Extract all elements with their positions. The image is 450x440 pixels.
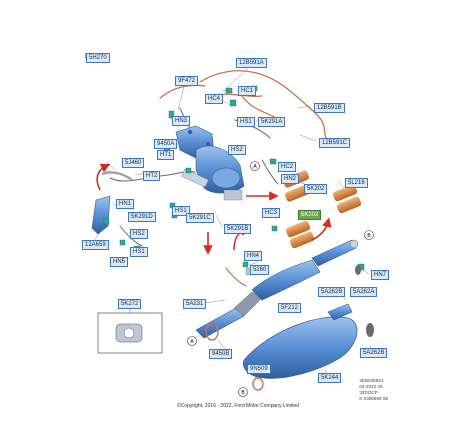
callout-a: A	[250, 161, 260, 171]
part-label-hn4: HN4	[244, 251, 263, 261]
part-label-9450a: 9450A	[154, 139, 178, 149]
part-label-12b591a: 12B591A	[236, 58, 267, 68]
part-label-12a659: 12A659	[82, 240, 109, 250]
part-label-9450b: 9450B	[209, 349, 233, 359]
copyright-text: ©Copyright, 2016 - 2022, Ford Motor Comp…	[177, 403, 300, 409]
part-label-hc1: HC1	[238, 86, 257, 96]
part-label-5k291d: 5K291D	[128, 212, 156, 222]
egr-bracket	[91, 171, 133, 235]
part-label-hc2: HC2	[278, 162, 297, 172]
stamp-line-1: 2EB035931	[359, 378, 384, 383]
callout-b: B	[364, 230, 374, 240]
part-label-5k272: 5K272	[118, 299, 142, 309]
part-label-hn2: HN2	[281, 174, 300, 184]
callout-b-lower-text: B	[241, 390, 245, 396]
part-label-hn3: HN3	[172, 116, 191, 126]
part-label-5k291c: 5K291C	[186, 213, 214, 223]
gasket-inset	[97, 307, 163, 354]
part-label-hn7: HN7	[371, 270, 390, 280]
direction-arrows	[96, 163, 332, 255]
part-label-5260: 5260	[250, 265, 270, 275]
highlight-label: 5K202	[298, 210, 322, 220]
part-label-ht1: HT1	[157, 150, 175, 160]
catalytic-converter-assembly	[175, 125, 245, 201]
part-label-hn5: HN5	[110, 257, 129, 267]
part-label-ht2: HT2	[143, 171, 161, 181]
stamp-line-3: 32DOCP	[359, 390, 378, 395]
part-label-5k202: 5K202	[304, 184, 328, 194]
part-label-5f212: 5F212	[278, 303, 302, 313]
callout-a-lower-text: A	[190, 339, 194, 345]
part-label-5l216: 5L216	[345, 178, 368, 188]
part-label-hs1-low: HS1	[130, 247, 148, 257]
part-label-9n509: 9N509	[247, 364, 271, 374]
callout-b-text: B	[367, 233, 371, 239]
callout-a-lower: A	[187, 336, 197, 346]
part-label-5k291a: 5K291A	[258, 117, 286, 127]
drawing-stamp: 2EB035931 03-2022 25 32DOCP K 0356868 08	[359, 378, 388, 402]
part-label-5a231: 5A231	[183, 299, 207, 309]
part-label-hc3: HC3	[262, 208, 281, 218]
stamp-line-4: K 0356868 08	[359, 396, 388, 401]
part-label-5j460: 5J460	[122, 158, 145, 168]
part-label-hc4: HC4	[205, 94, 224, 104]
part-label-5a262b: 5A262B	[318, 287, 346, 297]
part-label-hs2-top: HS2	[228, 145, 246, 155]
part-label-9f472: 9F472	[175, 76, 199, 86]
part-label-5k244: 5K244	[318, 373, 342, 383]
part-label-hs2-mid: HS2	[130, 229, 148, 239]
part-label-5a262b-2: 5A262B	[360, 348, 388, 358]
part-label-12b591b: 12B591B	[314, 103, 345, 113]
part-label-hn1: HN1	[116, 199, 135, 209]
callout-b-lower: B	[238, 387, 248, 397]
part-label-hs1-top: HS1	[237, 117, 255, 127]
part-label-5k291b: 5K291B	[224, 224, 252, 234]
part-label-5a262a: 5A262A	[350, 287, 378, 297]
exhaust-pipe-assembly	[195, 239, 374, 391]
callout-a-text: A	[253, 164, 257, 170]
part-label-5h270: 5H270	[86, 53, 110, 63]
part-label-12b591c: 12B591C	[319, 138, 351, 148]
part-label-hs1-mid: HS1	[172, 206, 190, 216]
stamp-line-2: 03-2022 25	[359, 384, 383, 389]
